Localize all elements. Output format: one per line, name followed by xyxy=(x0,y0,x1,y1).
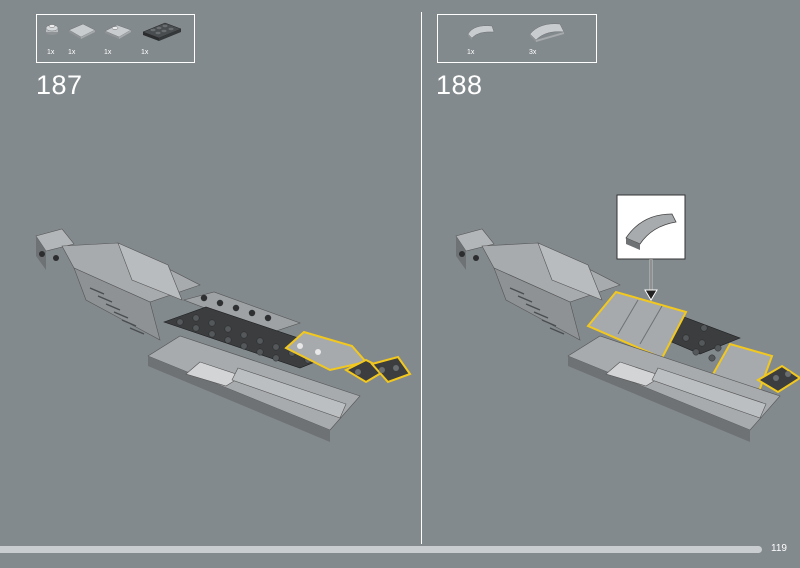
dark-plate-2x4-icon xyxy=(142,22,182,41)
part-quantity: 1x xyxy=(467,49,475,56)
build-model-illustration xyxy=(35,228,412,442)
part-item: 1x xyxy=(67,15,107,61)
part-quantity: 1x xyxy=(68,49,76,56)
curved-slope-small-icon xyxy=(467,25,495,40)
part-quantity: 3x xyxy=(529,49,537,56)
part-item: 1x xyxy=(464,15,504,61)
round-plate-1x1-icon xyxy=(45,24,59,35)
plate-with-stud-icon xyxy=(104,24,132,39)
part-item: 3x xyxy=(526,15,576,61)
step-187-page: 1x 1x 1x xyxy=(0,0,412,546)
parts-list-box: 1x 1x 1x xyxy=(36,14,195,63)
wedge-plate-icon xyxy=(68,23,96,39)
step-number: 188 xyxy=(436,70,483,100)
page-divider xyxy=(421,12,422,544)
page-progress-bar xyxy=(0,546,762,553)
curved-slope-large-icon xyxy=(529,23,565,42)
step-188-page: 1x 3x 188 xyxy=(420,0,800,546)
part-quantity: 1x xyxy=(104,49,112,56)
part-item: 1x xyxy=(41,15,81,61)
part-quantity: 1x xyxy=(141,49,149,56)
page-number: 119 xyxy=(771,543,787,554)
curved-slope-callout-icon xyxy=(625,213,677,250)
step-number: 187 xyxy=(36,70,83,100)
part-item: 1x xyxy=(141,15,191,61)
part-item: 1x xyxy=(103,15,143,61)
parts-list-box: 1x 3x xyxy=(437,14,597,63)
build-model-illustration xyxy=(455,194,800,442)
part-quantity: 1x xyxy=(47,49,55,56)
